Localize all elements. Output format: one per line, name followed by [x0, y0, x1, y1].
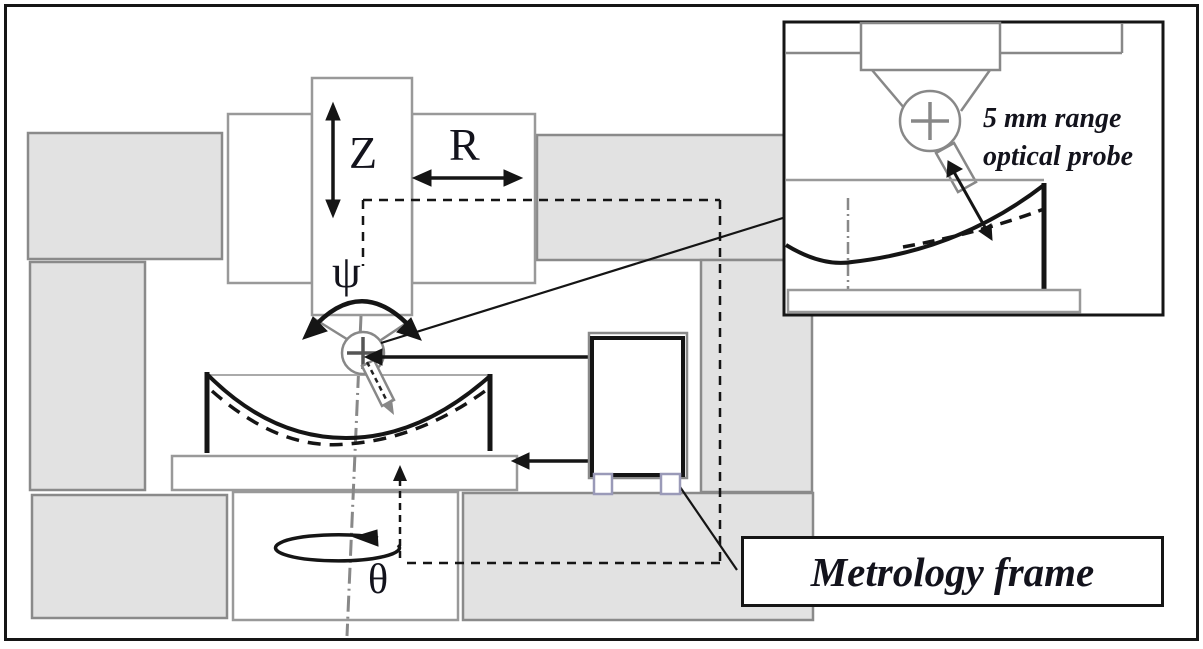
table-platform	[170, 454, 519, 492]
probe-callout-line1: 5 mm range	[983, 103, 1122, 134]
inset-surface-nominal	[902, 207, 1045, 249]
slab-bottom-left	[30, 493, 229, 620]
axis-arrows	[273, 101, 524, 563]
probe-callout: 5 mm range optical probe	[983, 100, 1133, 176]
inset-cone-left	[871, 69, 906, 110]
sensor-body	[590, 336, 685, 477]
probe-tip-body	[360, 358, 396, 408]
rotary-base	[231, 490, 460, 622]
metrology-bracket	[363, 348, 603, 470]
slab-left-column	[28, 260, 147, 492]
metrology-frame-label-box: Metrology frame	[741, 536, 1164, 607]
sensor-foot-left	[592, 472, 614, 496]
axis-label-psi: ψ	[332, 246, 361, 297]
inset-cone-right	[959, 69, 992, 112]
probe-assembly	[312, 316, 412, 415]
sensor-unit	[587, 331, 689, 496]
detail-inset	[782, 20, 1165, 317]
axis-label-theta: θ	[368, 557, 389, 603]
metrology-frame-label: Metrology frame	[810, 548, 1095, 595]
machine-frame-slabs	[26, 131, 815, 622]
figure-border	[4, 4, 1199, 641]
probe-beam-arrowhead	[382, 399, 394, 415]
workpiece-surface-nominal	[210, 389, 487, 447]
pointer-to-inset	[380, 215, 787, 345]
z-column	[310, 76, 414, 317]
axis-label-z: Z	[349, 127, 378, 178]
table-reference-arrowhead	[393, 465, 407, 481]
carriage-left-box	[226, 112, 314, 285]
slab-top-left	[26, 131, 224, 261]
psi-tilt-arc	[309, 299, 416, 333]
inset-range-arrow	[946, 160, 993, 241]
inset-head-block	[859, 21, 1002, 72]
inset-platform	[786, 288, 1082, 314]
workpiece-surface-actual	[205, 372, 492, 441]
theta-rotation-arc	[273, 533, 402, 563]
center-axis-line	[345, 315, 363, 637]
workpiece	[204, 372, 493, 453]
slab-top-right	[535, 133, 812, 262]
inset-surface-actual	[784, 183, 1046, 265]
machine-carriages	[170, 76, 537, 622]
probe-callout-line2: optical probe	[983, 141, 1134, 172]
axis-label-r: R	[449, 119, 480, 170]
sensor-foot-right	[659, 472, 682, 496]
